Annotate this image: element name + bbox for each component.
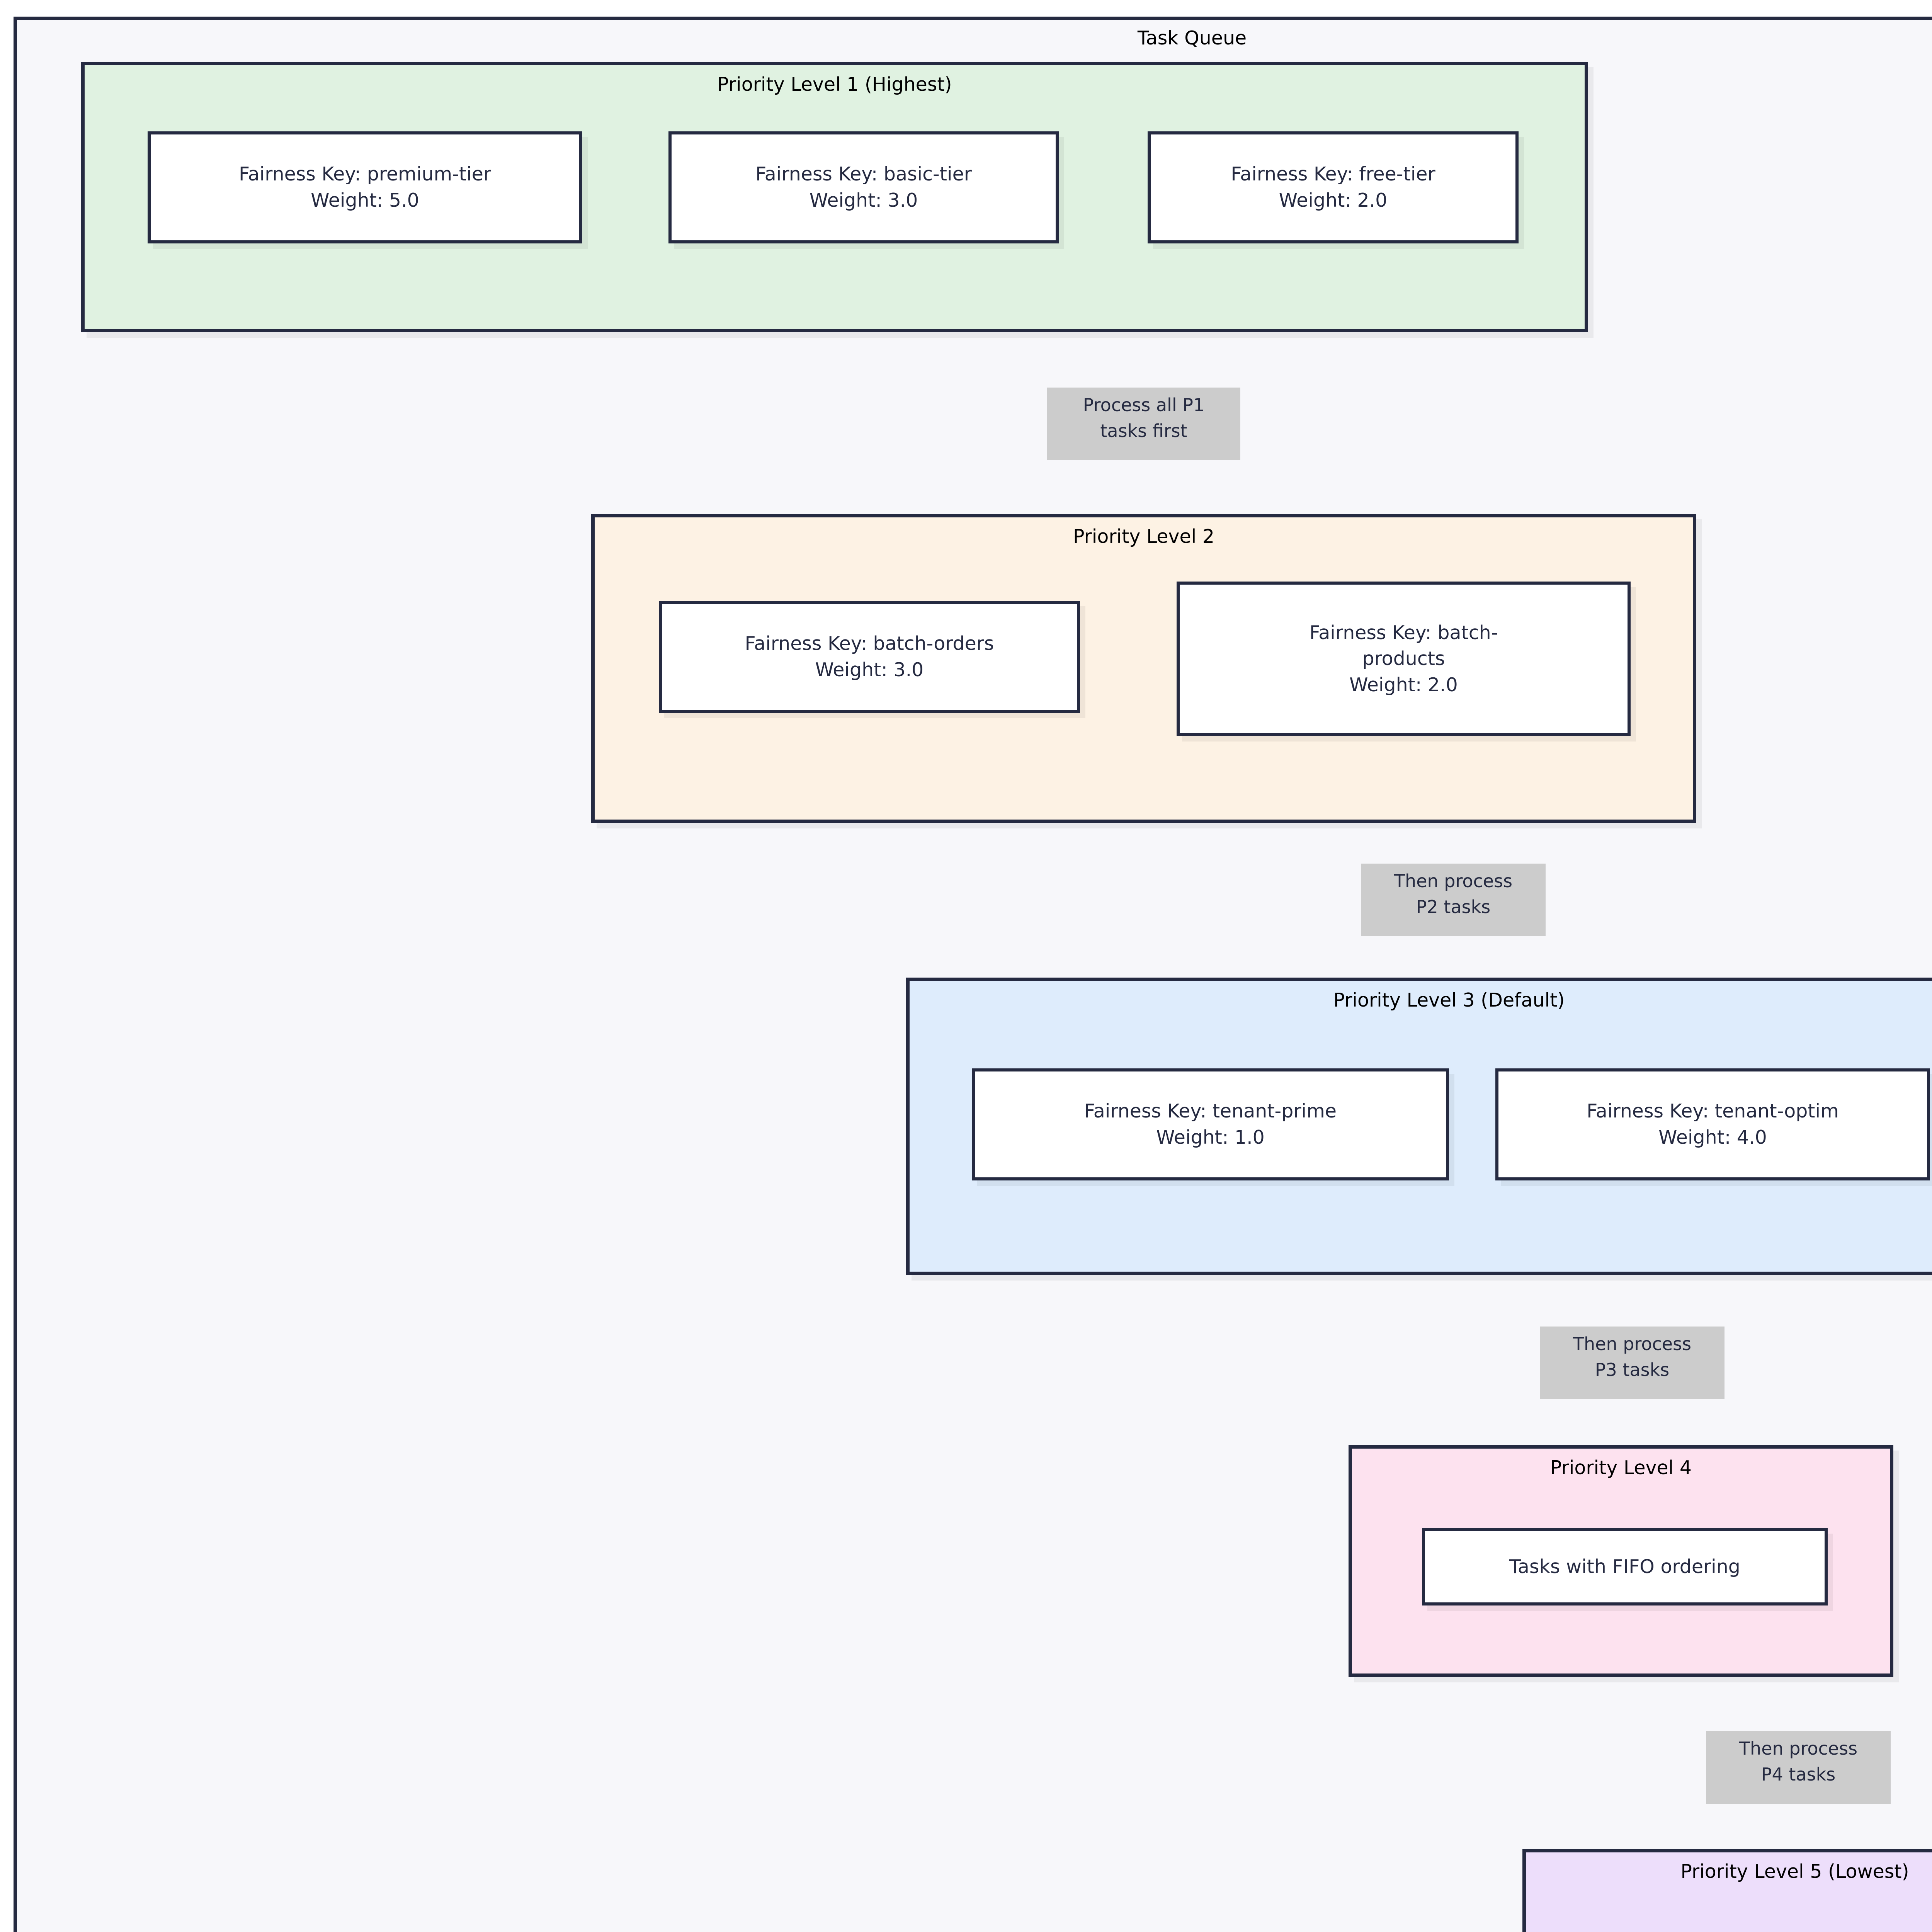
edge-label-then-process-p3: Then process P3 tasks	[1540, 1327, 1725, 1399]
node-fairness-basic-tier[interactable]: Fairness Key: basic-tier Weight: 3.0	[668, 131, 1059, 243]
node-line-2: Weight: 3.0	[809, 189, 918, 211]
edge-label-then-process-p4: Then process P4 tasks	[1706, 1731, 1891, 1804]
edge-label-line-1: Process all P1	[1083, 395, 1205, 415]
node-line-2: Weight: 5.0	[311, 189, 419, 211]
edge-label-then-process-p2: Then process P2 tasks	[1361, 864, 1546, 936]
node-fairness-free-tier[interactable]: Fairness Key: free-tier Weight: 2.0	[1148, 131, 1519, 243]
edge-label-process-all-p1: Process all P1 tasks first	[1047, 388, 1240, 460]
node-fairness-tenant-prime[interactable]: Fairness Key: tenant-prime Weight: 1.0	[972, 1068, 1449, 1180]
cluster-priority-level-5-title: Priority Level 5 (Lowest)	[1680, 1861, 1909, 1883]
cluster-priority-level-4-title: Priority Level 4	[1550, 1457, 1692, 1479]
cluster-priority-level-5	[1522, 1849, 1932, 1932]
node-line-3: Weight: 2.0	[1349, 673, 1458, 696]
edge-label-line-1: Then process	[1394, 871, 1513, 891]
edge-label-line-1: Then process	[1573, 1333, 1692, 1354]
node-line-1: Fairness Key: batch-orders	[745, 633, 994, 655]
cluster-priority-level-2-title: Priority Level 2	[1073, 526, 1215, 548]
node-line-2: Weight: 3.0	[815, 659, 924, 681]
node-line-2: Weight: 2.0	[1279, 189, 1388, 211]
node-fairness-batch-orders[interactable]: Fairness Key: batch-orders Weight: 3.0	[659, 601, 1080, 713]
node-line-1: Fairness Key: basic-tier	[755, 163, 972, 185]
node-line-2: products	[1362, 648, 1445, 670]
node-line-1: Fairness Key: batch-	[1309, 621, 1498, 644]
edge-label-line-1: Then process	[1739, 1738, 1858, 1759]
node-line-1: Fairness Key: tenant-optim	[1587, 1100, 1839, 1122]
node-line-1: Fairness Key: free-tier	[1231, 163, 1435, 185]
node-fairness-premium-tier[interactable]: Fairness Key: premium-tier Weight: 5.0	[148, 131, 582, 243]
edge-label-line-2: P2 tasks	[1416, 896, 1491, 917]
node-fairness-batch-products[interactable]: Fairness Key: batch- products Weight: 2.…	[1177, 582, 1631, 736]
edge-label-line-2: P4 tasks	[1761, 1764, 1836, 1785]
node-line-1: Fairness Key: tenant-prime	[1084, 1100, 1337, 1122]
edge-label-line-2: P3 tasks	[1595, 1359, 1670, 1380]
cluster-priority-level-1-title: Priority Level 1 (Highest)	[717, 73, 952, 95]
node-line-1: Fairness Key: premium-tier	[238, 163, 492, 185]
edge-label-line-2: tasks first	[1100, 420, 1187, 441]
task-queue-title: Task Queue	[1137, 27, 1247, 49]
node-line-2: Weight: 4.0	[1658, 1126, 1767, 1148]
cluster-priority-level-3-title: Priority Level 3 (Default)	[1333, 989, 1565, 1011]
node-p4-fifo-tasks[interactable]: Tasks with FIFO ordering	[1422, 1528, 1828, 1605]
node-fairness-tenant-optim[interactable]: Fairness Key: tenant-optim Weight: 4.0	[1495, 1068, 1930, 1180]
node-line-2: Weight: 1.0	[1156, 1126, 1265, 1148]
node-line-1: Tasks with FIFO ordering	[1509, 1556, 1740, 1578]
